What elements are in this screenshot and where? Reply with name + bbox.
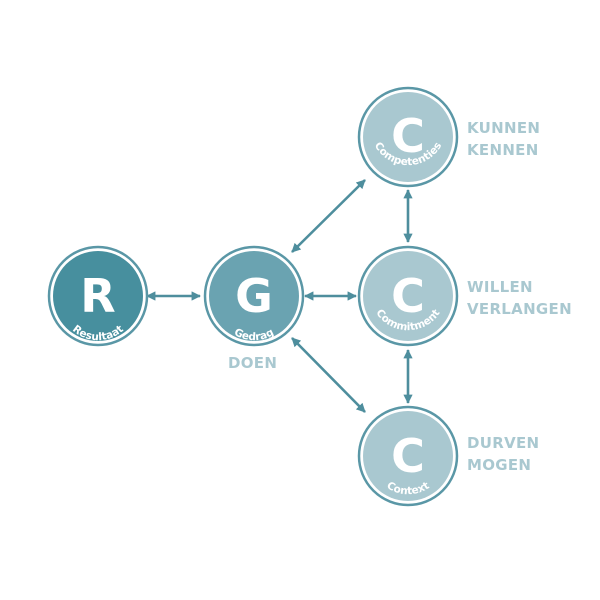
node-competenties: C Competenties xyxy=(357,86,459,188)
arrow-gedrag-context xyxy=(291,337,366,413)
node-context: C Context xyxy=(357,405,459,507)
node-gedrag-label: Gedrag xyxy=(232,326,276,343)
label-willen: WILLEN xyxy=(467,278,533,296)
node-context-letter: C xyxy=(391,429,425,483)
node-resultaat-label: Resultaat xyxy=(70,323,126,343)
node-resultaat-letter: R xyxy=(80,269,115,323)
node-gedrag-letter: G xyxy=(235,269,273,323)
node-commitment: C Commitment xyxy=(357,245,459,347)
svg-text:Context: Context xyxy=(385,480,432,498)
label-kennen: KENNEN xyxy=(467,141,539,159)
label-context: DURVEN MOGEN xyxy=(467,432,539,476)
label-verlangen: VERLANGEN xyxy=(467,300,572,318)
arrow-gedrag-competenties xyxy=(291,179,366,253)
svg-text:Gedrag: Gedrag xyxy=(232,326,276,343)
node-gedrag: G Gedrag xyxy=(203,245,305,347)
node-context-label: Context xyxy=(385,480,432,498)
label-commitment: WILLEN VERLANGEN xyxy=(467,276,572,320)
label-doen-text: DOEN xyxy=(228,354,278,372)
label-durven: DURVEN xyxy=(467,434,540,452)
node-competenties-letter: C xyxy=(391,109,425,163)
label-competenties: KUNNEN KENNEN xyxy=(467,117,540,161)
label-doen: DOEN xyxy=(228,352,277,374)
node-resultaat: R Resultaat xyxy=(47,245,149,347)
label-mogen: MOGEN xyxy=(467,456,532,474)
node-commitment-letter: C xyxy=(391,269,425,323)
label-kunnen: KUNNEN xyxy=(467,119,541,137)
svg-text:Resultaat: Resultaat xyxy=(70,323,126,343)
